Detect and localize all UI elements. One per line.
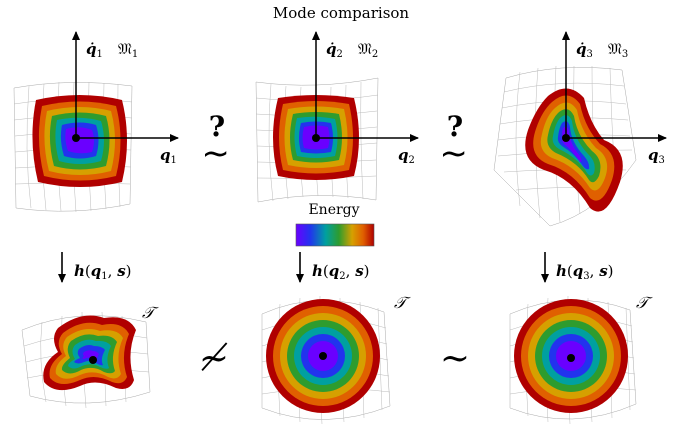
x-axis-label-2: q2 xyxy=(398,146,415,166)
manifold-label-3: 𝔐3 xyxy=(608,40,628,60)
x-axis-label-1: q1 xyxy=(160,146,177,166)
y-axis-label-2: q̇2 xyxy=(326,40,343,60)
origin-point-3 xyxy=(562,134,570,142)
not-similar-sign-bottom: ≁ xyxy=(199,338,229,379)
energy-colorbar xyxy=(295,223,375,247)
map-label-3: h(q3, s) xyxy=(556,262,614,282)
relation-top-2: ? ≀ xyxy=(434,110,474,160)
target-space-label-2: 𝒯 xyxy=(394,293,411,312)
question-mark-2: ? xyxy=(447,110,463,143)
target-center-3 xyxy=(567,354,575,362)
target-plot-2: 𝒯 xyxy=(261,293,411,425)
energy-blob-1 xyxy=(32,95,127,187)
target-center-2 xyxy=(319,352,327,360)
manifold-label-1: 𝔐1 xyxy=(118,40,138,60)
similar-sign-bottom: ∼ xyxy=(440,338,470,379)
phase-plot-2: q̇2 𝔐2 q2 xyxy=(255,31,419,203)
origin-point-1 xyxy=(72,134,80,142)
target-plot-1: 𝒯 xyxy=(21,303,159,409)
not-similar-sign-top-1: ≀ xyxy=(196,148,236,161)
x-axis-label-3: q3 xyxy=(648,146,665,166)
target-plot-3: 𝒯 xyxy=(509,293,653,425)
figure-title: Mode comparison xyxy=(273,4,410,22)
question-mark-1: ? xyxy=(209,110,225,143)
y-axis-label-3: q̇3 xyxy=(576,40,593,60)
origin-point-2 xyxy=(312,134,320,142)
target-space-label-1: 𝒯 xyxy=(142,303,159,322)
map-label-2: h(q2, s) xyxy=(312,262,370,282)
not-similar-sign-top-2: ≀ xyxy=(434,148,474,161)
relation-top-1: ? ≀ xyxy=(196,110,236,160)
energy-blob-3 xyxy=(525,88,623,212)
map-label-1: h(q1, s) xyxy=(74,262,132,282)
mapping-arrow-1: h(q1, s) xyxy=(58,252,132,283)
target-center-1 xyxy=(89,356,97,364)
colorbar-label: Energy xyxy=(308,202,359,218)
y-axis-label-1: q̇1 xyxy=(86,40,103,60)
target-blob-1 xyxy=(43,315,136,391)
phase-plot-1: q̇1 𝔐1 q1 xyxy=(13,31,179,213)
mapping-arrow-3: h(q3, s) xyxy=(541,252,614,283)
phase-plot-3: q̇3 𝔐3 q3 xyxy=(493,31,667,227)
mapping-arrow-2: h(q2, s) xyxy=(296,252,370,283)
manifold-label-2: 𝔐2 xyxy=(358,40,378,60)
target-space-label-3: 𝒯 xyxy=(636,293,653,312)
